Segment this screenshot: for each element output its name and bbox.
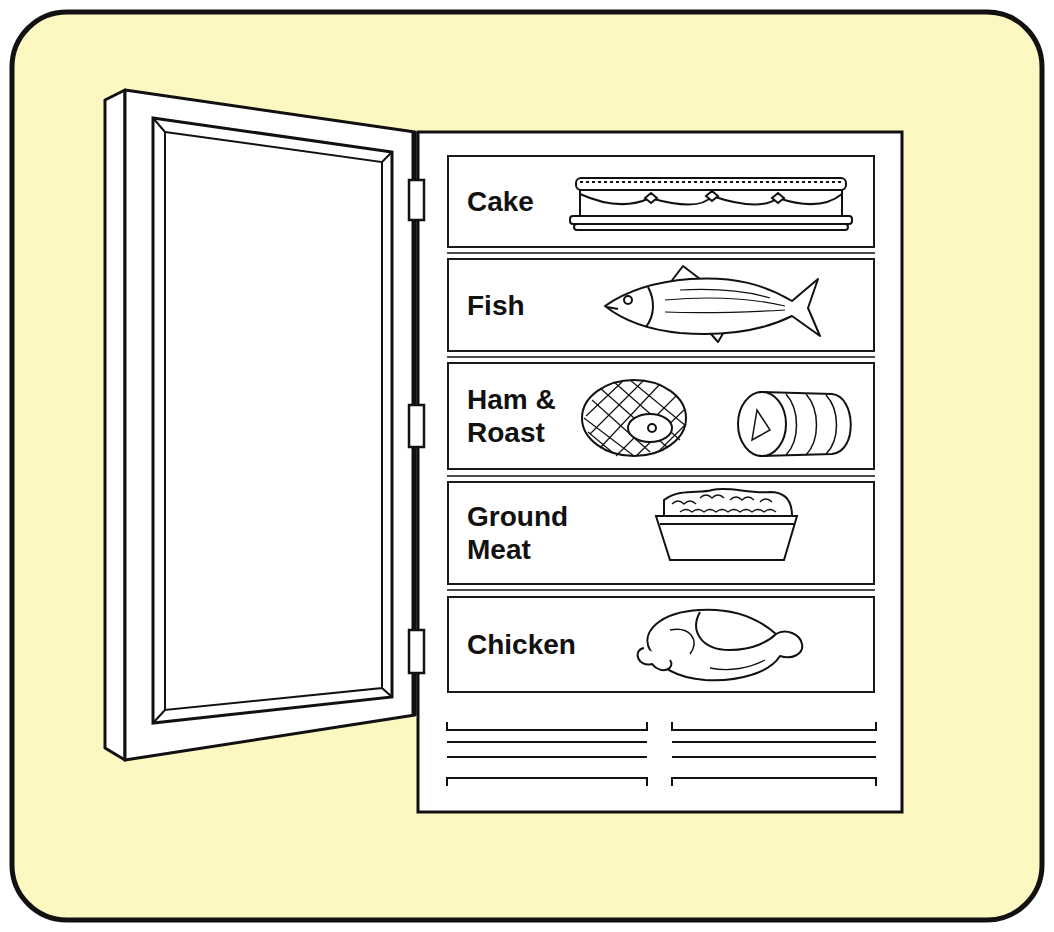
shelf-label: Ham & Roast [467,383,579,449]
shelf-divider [447,252,875,254]
ham-bone [648,424,656,432]
vent-slot [447,722,647,730]
hinge [409,180,424,220]
food-shelf: Ground Meat [447,481,875,585]
chicken-drawing [638,610,803,680]
ground-meat-pile [664,489,792,516]
hinge [409,630,424,673]
shelf-label: Fish [467,289,563,322]
shelf-label-group: Cake [467,185,563,218]
freezer-door [125,90,415,760]
fish-drawing [605,266,820,342]
fish-gill [646,287,653,327]
shelf-label-group: Fish [467,289,563,322]
chicken-crease [710,660,765,670]
fish-eye [624,296,632,304]
shelf-label: Ground Meat [467,500,585,566]
vent-slot [447,756,647,758]
shelf-divider [447,589,875,591]
freezer-body [418,132,902,812]
food-shelf: Chicken [447,596,875,693]
ground-meat-drawing [656,489,797,560]
shelf-label: Cake [467,185,563,218]
cake-top [576,178,846,190]
roast-end [738,392,786,456]
ham-drawing [582,380,686,456]
cake-texture [580,181,842,183]
ham-netting [584,380,686,456]
chicken-body [647,610,802,680]
hinge [409,405,424,447]
vent-slot [447,741,647,743]
vent-slot [672,722,876,730]
ham-net-line [586,380,686,456]
meat-tray-rim [660,523,794,525]
roast-string [786,394,837,455]
vent-slot [447,778,647,786]
fish-body [605,278,820,336]
shelf-label-group: Chicken [467,628,597,661]
door-edge [105,90,125,760]
door-panel-inner [165,132,382,710]
shelf-divider [447,475,875,477]
cake-layer [580,190,842,216]
shelf-label-group: Ham & Roast [467,383,579,449]
door-panel [153,118,392,723]
ground-meat-texture [672,495,776,512]
shelf-label-group: Ground Meat [467,500,585,566]
roast-drawing [738,392,851,456]
roast-cut [752,410,770,440]
vent-grille [447,722,876,786]
shelf-divider [447,356,875,358]
shelf-dividers [447,253,875,590]
vent-slot [672,778,876,786]
door-bevel [153,118,165,132]
cake-plate [570,216,852,224]
vent-slot [672,741,876,743]
shelf-label: Chicken [467,628,597,661]
ham-body [582,380,686,456]
door-bevel [382,688,392,697]
food-shelf: Cake [447,155,875,248]
fish-mouth [607,307,618,309]
vent-slot [672,756,876,758]
chicken-wing [638,648,672,670]
food-shelf: Fish [447,258,875,352]
chicken-crease [670,629,694,654]
background-panel [12,12,1042,920]
chicken-leg [696,612,776,650]
ham-cut [628,414,672,442]
ham-net-line [584,380,686,456]
food-shelf: Ham & Roast [447,362,875,470]
door-bevel [382,152,392,162]
door-bevel [153,710,165,723]
fish-stripes [665,289,785,312]
cake-plate [574,224,848,230]
cake-drawing [570,178,852,230]
meat-tray [656,516,797,560]
cake-decoration [645,191,784,203]
